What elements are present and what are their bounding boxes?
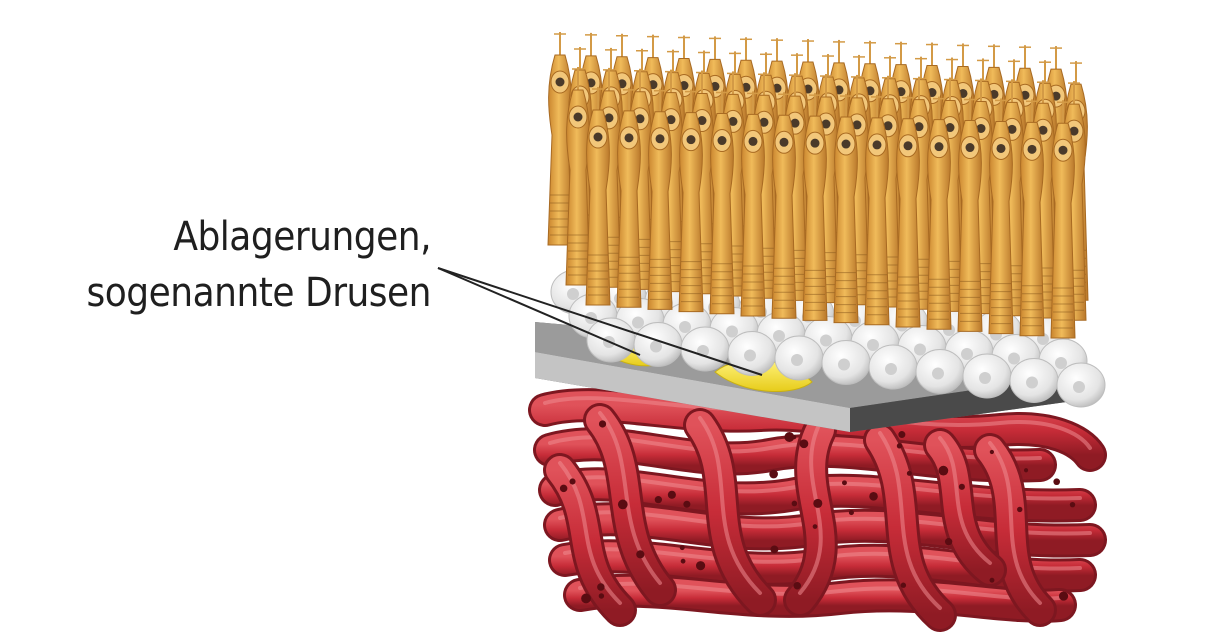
rpe-cell-nucleus <box>838 359 850 371</box>
blood-cell-dot <box>784 432 794 442</box>
blood-cell-dot <box>770 545 778 553</box>
photoreceptor-cell <box>989 98 1013 333</box>
photoreceptor-cell <box>1020 99 1044 335</box>
rpe-cell-nucleus <box>1026 377 1038 389</box>
photoreceptor-layer <box>548 32 1088 338</box>
blood-cell-dot <box>696 561 705 570</box>
blood-cell-dot <box>1070 502 1075 507</box>
rpe-cell-nucleus <box>885 363 897 375</box>
photoreceptor-cell <box>927 97 951 330</box>
photoreceptor-cell <box>1051 100 1075 338</box>
rpe-cell-nucleus <box>820 335 832 347</box>
blood-cell-dot <box>945 538 952 545</box>
blood-cell-dot <box>800 439 809 448</box>
blood-cell-dot <box>683 501 690 508</box>
rpe-cell-nucleus <box>932 368 944 380</box>
blood-cell-dot <box>1024 468 1028 472</box>
choroid-vessels <box>545 398 1090 615</box>
blood-cell-dot <box>842 480 847 485</box>
blood-cell-dot <box>569 478 575 484</box>
blood-cell-dot <box>1059 592 1068 601</box>
rpe-cell-nucleus <box>726 326 738 338</box>
rpe-cell-nucleus <box>567 288 579 300</box>
photoreceptor-cell <box>896 96 920 327</box>
blood-cell-dot <box>681 559 686 564</box>
rpe-cell-nucleus <box>979 372 991 384</box>
annotation-label-line-2: sogenannte Drusen <box>87 268 431 318</box>
blood-cell-dot <box>560 485 568 493</box>
blood-cell-dot <box>599 593 604 598</box>
photoreceptor-cell <box>834 94 858 323</box>
blood-cell-dot <box>869 492 878 501</box>
rpe-cell-nucleus <box>1008 353 1020 365</box>
rpe-cell-nucleus <box>679 321 691 333</box>
blood-cell-dot <box>1017 507 1022 512</box>
blood-cell-dot <box>618 500 628 510</box>
rpe-cell-nucleus <box>791 354 803 366</box>
blood-cell-dot <box>599 420 606 427</box>
blood-cell-dot <box>597 583 605 591</box>
blood-cell-dot <box>959 484 965 490</box>
blood-cell-dot <box>990 578 995 583</box>
blood-cell-dot <box>769 470 778 479</box>
blood-cell-dot <box>938 466 948 476</box>
blood-cell-dot <box>897 443 902 448</box>
blood-cell-dot <box>901 583 906 588</box>
rpe-cell-nucleus <box>1073 381 1085 393</box>
rpe-cell-nucleus <box>914 344 926 356</box>
blood-cell-dot <box>813 499 822 508</box>
blood-cell-dot <box>792 501 798 507</box>
blood-cell-dot <box>680 545 685 550</box>
blood-cell-dot <box>813 524 818 529</box>
annotation-label-line-1: Ablagerungen, <box>173 212 431 262</box>
blood-cell-dot <box>898 431 905 438</box>
rpe-cell-nucleus <box>744 350 756 362</box>
blood-cell-dot <box>793 582 801 590</box>
rpe-cell-nucleus <box>632 317 644 329</box>
blood-cell-dot <box>990 450 994 454</box>
blood-cell-dot <box>1053 478 1060 485</box>
blood-cell-dot <box>849 510 854 515</box>
rpe-cell-nucleus <box>1055 357 1067 369</box>
photoreceptor-cell <box>865 95 889 325</box>
blood-cell-dot <box>655 496 662 503</box>
rpe-cell-nucleus <box>773 330 785 342</box>
blood-cell-dot <box>907 471 912 476</box>
blood-cell-dot <box>668 491 676 499</box>
blood-cell-dot <box>581 594 591 604</box>
rpe-cell-nucleus <box>867 339 879 351</box>
photoreceptor-cell <box>958 98 982 332</box>
blood-cell-dot <box>636 550 644 558</box>
rpe-cell-nucleus <box>961 348 973 360</box>
